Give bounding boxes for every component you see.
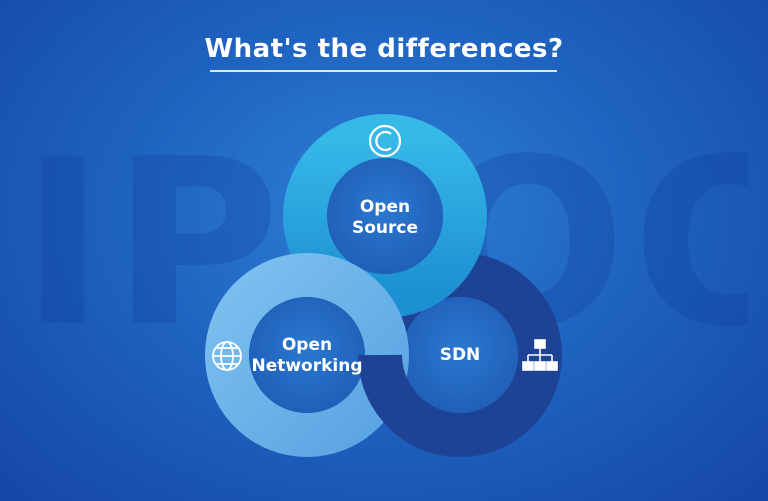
title-underline <box>210 70 557 72</box>
globe-icon <box>212 341 242 371</box>
open-source-label-line2: Source <box>351 218 419 238</box>
open-networking-label: Open Networking <box>247 335 367 377</box>
open-networking-label-line1: Open <box>281 335 333 355</box>
open-networking-label-line2: Networking <box>251 356 363 376</box>
sdn-ring-overlap <box>358 354 432 444</box>
open-source-label: Open Source <box>335 197 435 239</box>
page-title: What's the differences? <box>204 34 564 64</box>
sdn-label: SDN <box>439 345 481 365</box>
copyright-icon <box>368 124 402 158</box>
network-hierarchy-icon <box>522 339 558 371</box>
open-source-label-line1: Open <box>359 197 411 217</box>
